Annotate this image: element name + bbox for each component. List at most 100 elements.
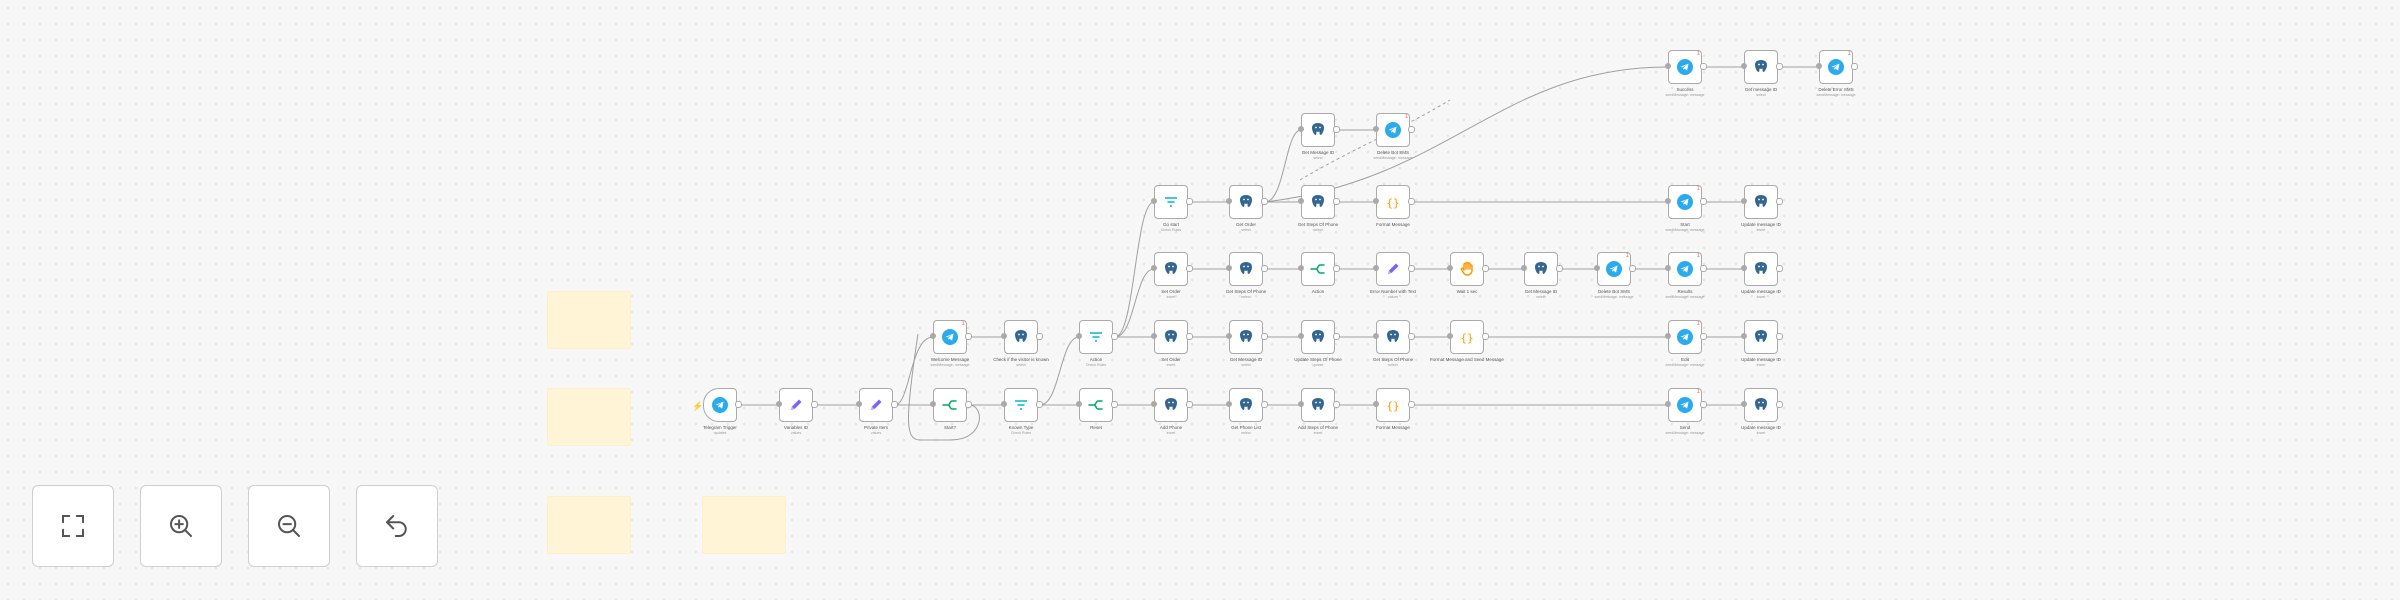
node-output-handle[interactable] [1700, 63, 1707, 70]
sticky-note-4[interactable] [702, 496, 786, 554]
node-input-handle[interactable] [1226, 401, 1232, 407]
workflow-node[interactable]: Check if the visitor is known select [993, 320, 1049, 367]
node-input-handle[interactable] [856, 401, 862, 407]
postgres-node-box[interactable] [1301, 388, 1335, 422]
node-output-handle[interactable] [1261, 333, 1268, 340]
workflow-node[interactable]: 1 Delete Bot SMS sendMessage: message [1373, 113, 1415, 160]
node-input-handle[interactable] [1226, 265, 1232, 271]
telegram-node-box[interactable] [1819, 50, 1853, 84]
node-output-handle[interactable] [1629, 265, 1636, 272]
telegram-node-box[interactable] [1376, 113, 1410, 147]
filter-node-box[interactable] [1079, 320, 1113, 354]
filter-node-box[interactable] [1154, 185, 1188, 219]
router-node-box[interactable] [1301, 252, 1335, 286]
node-output-handle[interactable] [1851, 63, 1858, 70]
node-output-handle[interactable] [1036, 401, 1043, 408]
postgres-node-box[interactable] [1744, 50, 1778, 84]
node-input-handle[interactable] [1665, 63, 1671, 69]
code-node-box[interactable]: {} [1376, 185, 1410, 219]
node-output-handle[interactable] [1333, 198, 1340, 205]
workflow-node[interactable]: Get message ID select [1741, 50, 1783, 97]
node-output-handle[interactable] [1333, 265, 1340, 272]
workflow-node[interactable]: Get Steps Of Phone select [1226, 252, 1268, 299]
node-output-handle[interactable] [1036, 333, 1043, 340]
node-input-handle[interactable] [1001, 401, 1007, 407]
telegram-node-box[interactable] [1668, 185, 1702, 219]
node-input-handle[interactable] [1076, 333, 1082, 339]
filter-node-box[interactable] [1004, 388, 1038, 422]
node-output-handle[interactable] [811, 401, 818, 408]
workflow-node[interactable]: Telegram Trigger updates [703, 388, 742, 435]
node-input-handle[interactable] [1076, 401, 1082, 407]
node-output-handle[interactable] [1186, 198, 1193, 205]
workflow-node[interactable]: Wait 1 sec [1447, 252, 1489, 294]
node-input-handle[interactable] [1001, 333, 1007, 339]
node-input-handle[interactable] [1447, 265, 1453, 271]
postgres-node-box[interactable] [1744, 388, 1778, 422]
node-output-handle[interactable] [1408, 198, 1415, 205]
node-output-handle[interactable] [1408, 401, 1415, 408]
node-input-handle[interactable] [1741, 198, 1747, 204]
workflow-node[interactable]: Update Steps Of Phone update [1294, 320, 1342, 367]
node-input-handle[interactable] [1665, 401, 1671, 407]
node-input-handle[interactable] [1447, 333, 1453, 339]
sticky-note-2[interactable] [547, 388, 631, 446]
workflow-node[interactable]: Variables ID values [776, 388, 818, 435]
node-output-handle[interactable] [1700, 198, 1707, 205]
node-output-handle[interactable] [1261, 401, 1268, 408]
workflow-node[interactable]: 1 Delete Error SMS sendMessage: message [1816, 50, 1858, 97]
postgres-node-box[interactable] [1301, 185, 1335, 219]
workflow-node[interactable]: 1 Welcome Message sendMessage: message [930, 320, 972, 367]
node-output-handle[interactable] [1776, 401, 1783, 408]
node-input-handle[interactable] [1226, 198, 1232, 204]
node-input-handle[interactable] [1373, 126, 1379, 132]
workflow-node[interactable]: {} Format Message and Send Message [1430, 320, 1504, 362]
node-output-handle[interactable] [1186, 265, 1193, 272]
zoom-out-button[interactable] [248, 485, 330, 567]
workflow-node[interactable]: Update message ID insert [1741, 252, 1783, 299]
edit-node-box[interactable] [1376, 252, 1410, 286]
node-output-handle[interactable] [1333, 126, 1340, 133]
code-node-box[interactable]: {} [1376, 388, 1410, 422]
node-input-handle[interactable] [1151, 401, 1157, 407]
node-output-handle[interactable] [965, 333, 972, 340]
fit-view-button[interactable] [32, 485, 114, 567]
node-output-handle[interactable] [1408, 126, 1415, 133]
postgres-node-box[interactable] [1229, 320, 1263, 354]
node-input-handle[interactable] [1816, 63, 1822, 69]
node-input-handle[interactable] [1373, 401, 1379, 407]
node-input-handle[interactable] [1665, 265, 1671, 271]
wait-node-box[interactable] [1450, 252, 1484, 286]
workflow-node[interactable]: Add Phone insert [1151, 388, 1193, 435]
workflow-node[interactable]: Go start Check Rules [1151, 185, 1193, 232]
workflow-node[interactable]: 1 Success sendMessage: message [1665, 50, 1707, 97]
node-input-handle[interactable] [1373, 333, 1379, 339]
workflow-node[interactable]: Add Steps of Phone insert [1298, 388, 1340, 435]
workflow-node[interactable]: {} Format Message [1373, 388, 1415, 430]
node-input-handle[interactable] [1373, 265, 1379, 271]
node-output-handle[interactable] [1482, 333, 1489, 340]
postgres-node-box[interactable] [1154, 320, 1188, 354]
workflow-node[interactable]: Start? [930, 388, 972, 430]
node-output-handle[interactable] [1111, 333, 1118, 340]
node-output-handle[interactable] [1261, 198, 1268, 205]
node-output-handle[interactable] [1482, 265, 1489, 272]
edit-node-box[interactable] [859, 388, 893, 422]
node-output-handle[interactable] [1333, 333, 1340, 340]
workflow-node[interactable]: 1 Delete Bot SMS sendMessage: message [1594, 252, 1636, 299]
workflow-node[interactable]: Update message ID insert [1741, 320, 1783, 367]
postgres-node-box[interactable] [1229, 185, 1263, 219]
node-input-handle[interactable] [1741, 265, 1747, 271]
postgres-node-box[interactable] [1301, 113, 1335, 147]
node-output-handle[interactable] [1776, 198, 1783, 205]
node-input-handle[interactable] [1151, 333, 1157, 339]
workflow-node[interactable]: Set Order insert [1151, 252, 1193, 299]
node-output-handle[interactable] [891, 401, 898, 408]
node-input-handle[interactable] [1226, 333, 1232, 339]
node-input-handle[interactable] [1373, 198, 1379, 204]
node-output-handle[interactable] [1776, 265, 1783, 272]
workflow-node[interactable]: Get Phone List select [1226, 388, 1268, 435]
sticky-note-3[interactable] [547, 496, 631, 554]
node-input-handle[interactable] [1741, 63, 1747, 69]
